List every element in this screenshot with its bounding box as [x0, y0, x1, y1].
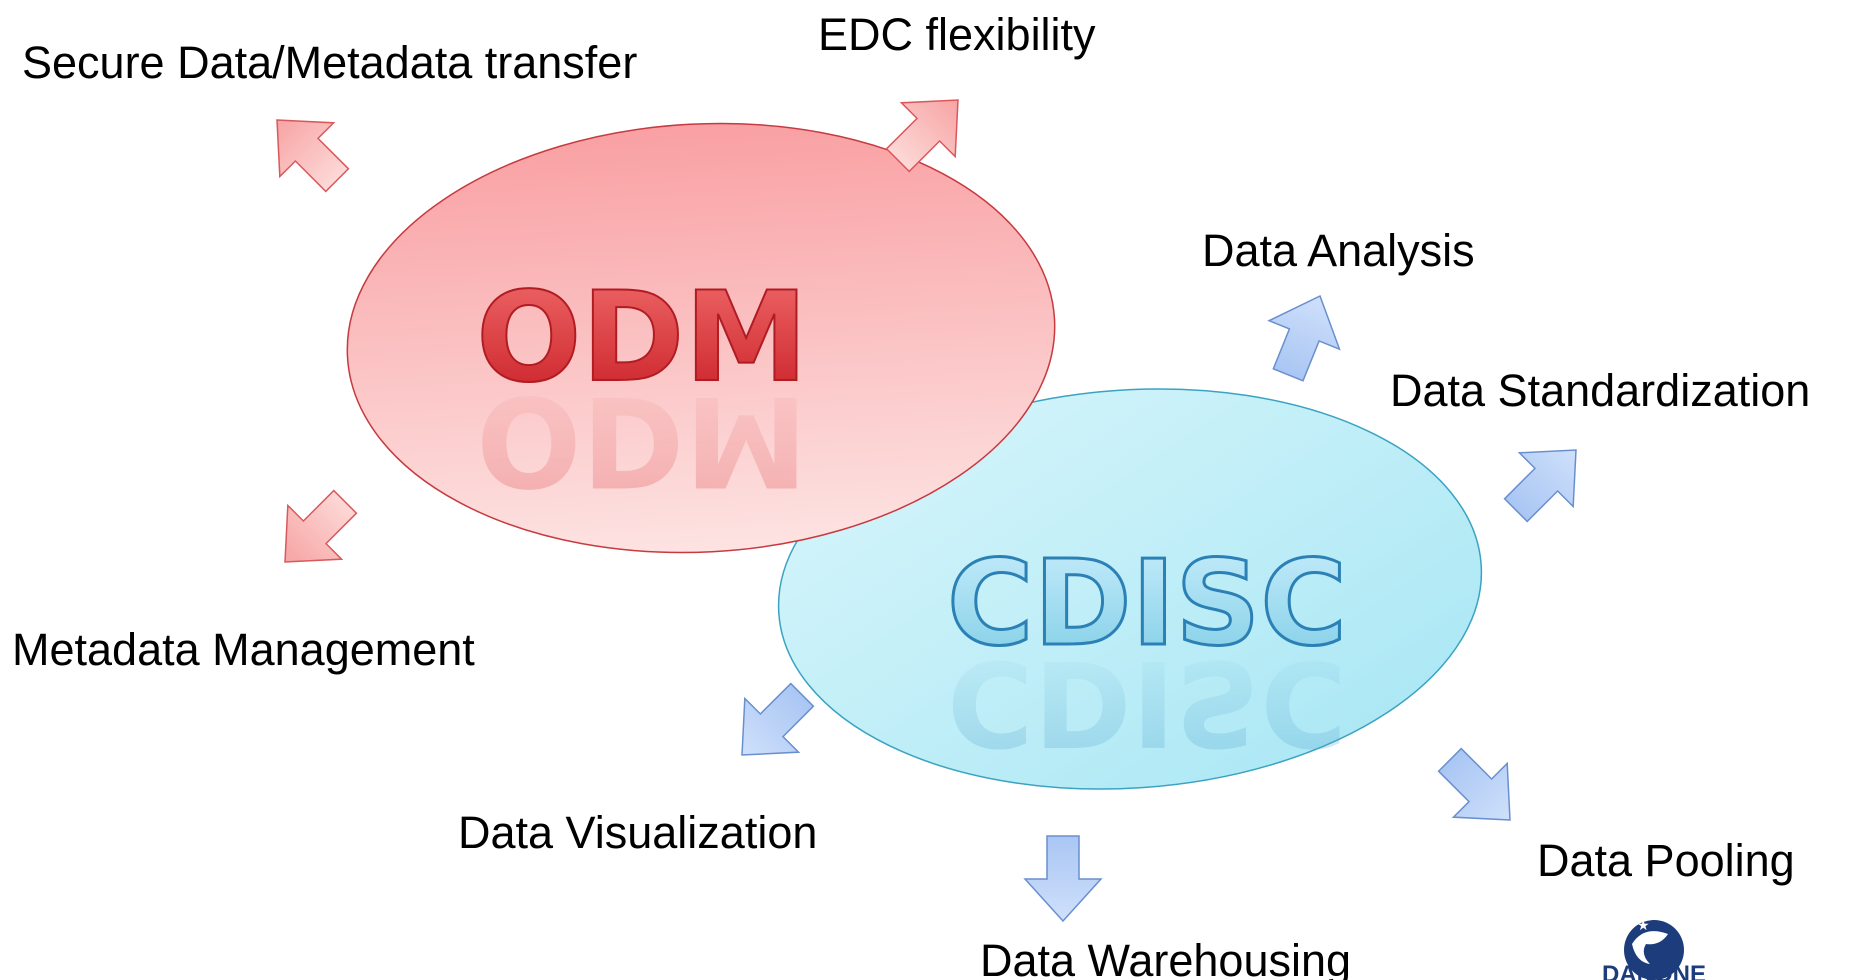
- label-data-warehousing: Data Warehousing: [980, 935, 1352, 980]
- cdisc-title: CDISC CDISC: [945, 533, 1348, 773]
- cdisc-ellipse: [777, 388, 1483, 790]
- label-metadata-management: Metadata Management: [12, 624, 475, 675]
- label-data-visualization: Data Visualization: [458, 807, 818, 858]
- odm-label: ODM: [476, 266, 808, 410]
- danone-logo-star-icon: ★: [1637, 917, 1650, 933]
- odm-title: ODM ODM: [475, 265, 809, 512]
- arrow-data-analysis: [1252, 281, 1356, 390]
- cdisc-label-reflection: CDISC: [947, 634, 1347, 772]
- arrow-secure-transfer: [249, 92, 365, 208]
- cdisc-label: CDISC: [947, 534, 1347, 672]
- odm-ellipse: [346, 122, 1056, 554]
- danone-logo: ★ DANONE: [1602, 917, 1706, 980]
- label-secure-transfer: Secure Data/Metadata transfer: [22, 37, 638, 88]
- arrow-data-pooling: [1422, 732, 1538, 848]
- label-data-standardization: Data Standardization: [1390, 365, 1811, 416]
- danone-logo-figure: [1632, 931, 1668, 964]
- danone-logo-text: DANONE: [1602, 961, 1706, 980]
- danone-logo-globe: [1624, 920, 1684, 980]
- arrow-data-warehousing: [1024, 835, 1102, 922]
- arrow-data-standardization: [1488, 422, 1604, 538]
- label-edc-flexibility: EDC flexibility: [818, 9, 1096, 60]
- odm-label-reflection: ODM: [476, 368, 808, 512]
- arrow-metadata-management: [257, 474, 373, 590]
- label-data-analysis: Data Analysis: [1202, 225, 1475, 276]
- label-data-pooling: Data Pooling: [1537, 835, 1795, 886]
